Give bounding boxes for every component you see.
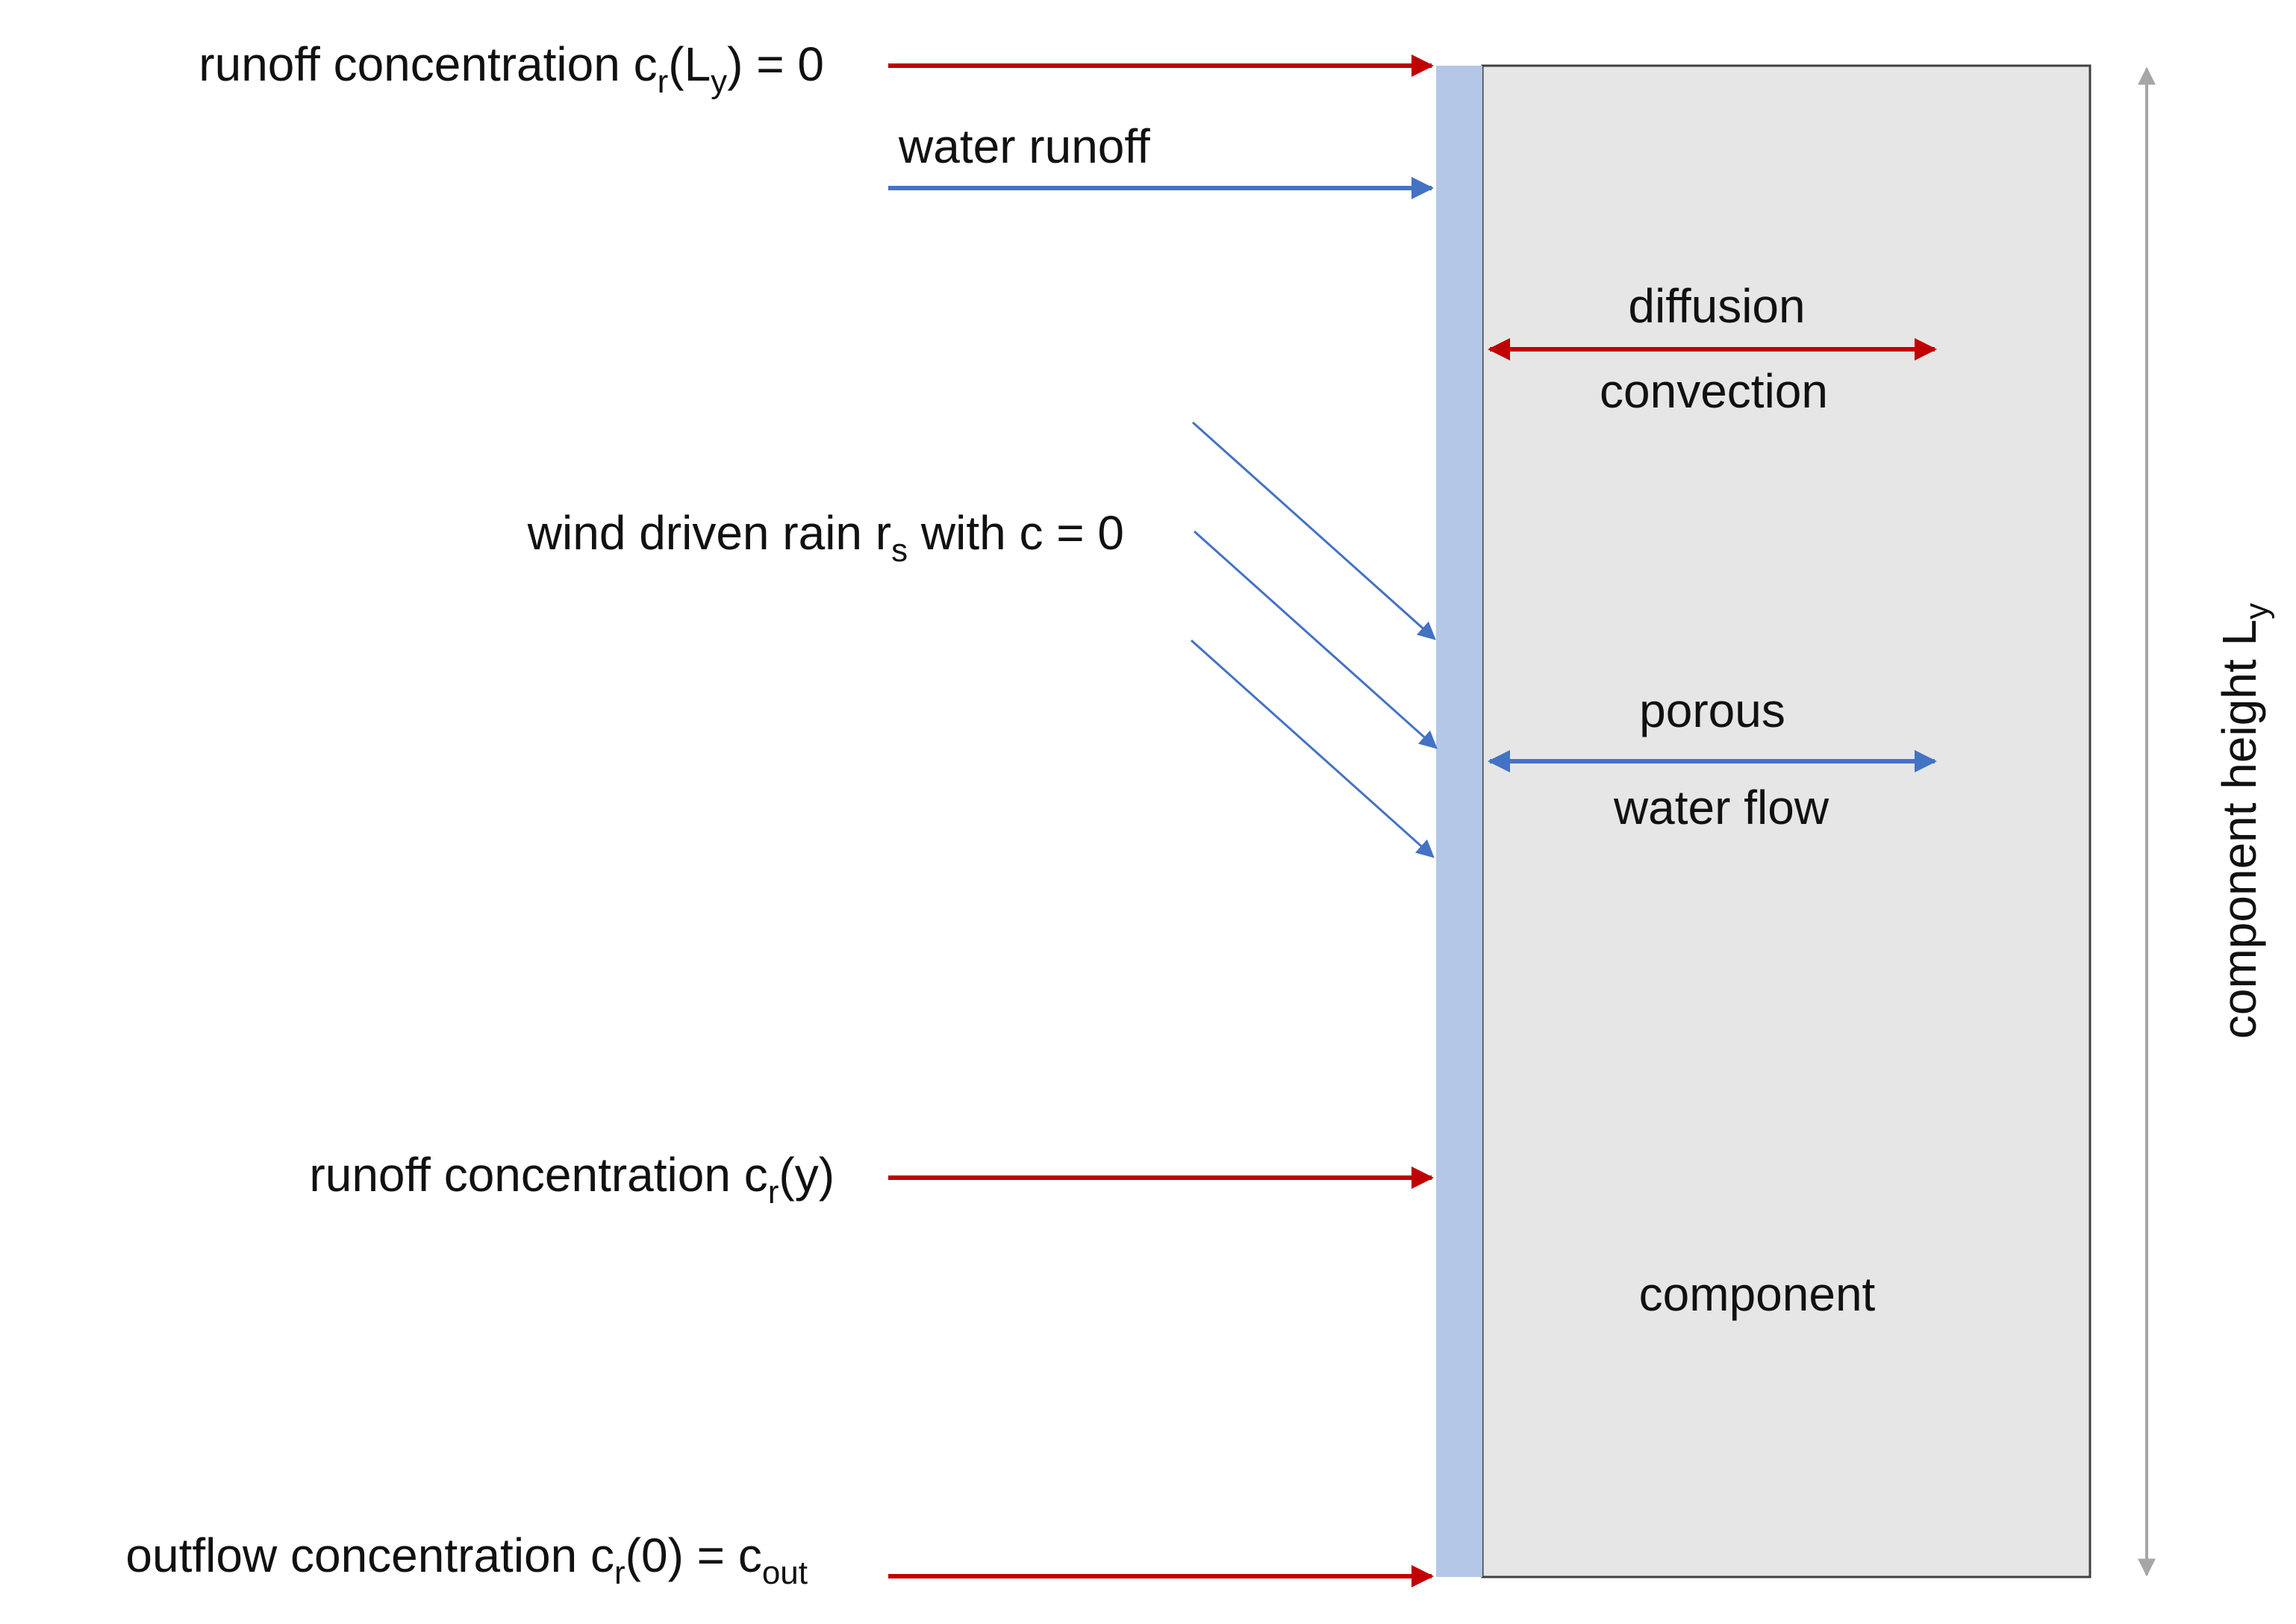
rain-arrow-1: [1191, 421, 1436, 640]
runoff-mid-label: runoff concentration cr(y): [309, 1148, 835, 1211]
water-flow-label: water flow: [1613, 781, 1829, 834]
diffusion-label: diffusion: [1628, 279, 1805, 333]
rain-arrow-2: [1193, 530, 1438, 749]
convection-label: convection: [1600, 364, 1828, 418]
component-label: component: [1639, 1267, 1876, 1321]
component-height-label: component height Ly: [2212, 603, 2275, 1039]
outflow-label: outflow concentration cr(0) = cout: [125, 1528, 808, 1591]
rain-arrow-3: [1190, 639, 1435, 858]
rain-label: wind driven rain rs with c = 0: [527, 506, 1124, 569]
porous-label: porous: [1639, 684, 1785, 737]
component-block: [1481, 64, 2091, 1578]
water-film: [1436, 66, 1482, 1577]
water-runoff-label: water runoff: [898, 119, 1150, 173]
runoff-top-label: runoff concentration cr(Ly) = 0: [199, 37, 824, 100]
